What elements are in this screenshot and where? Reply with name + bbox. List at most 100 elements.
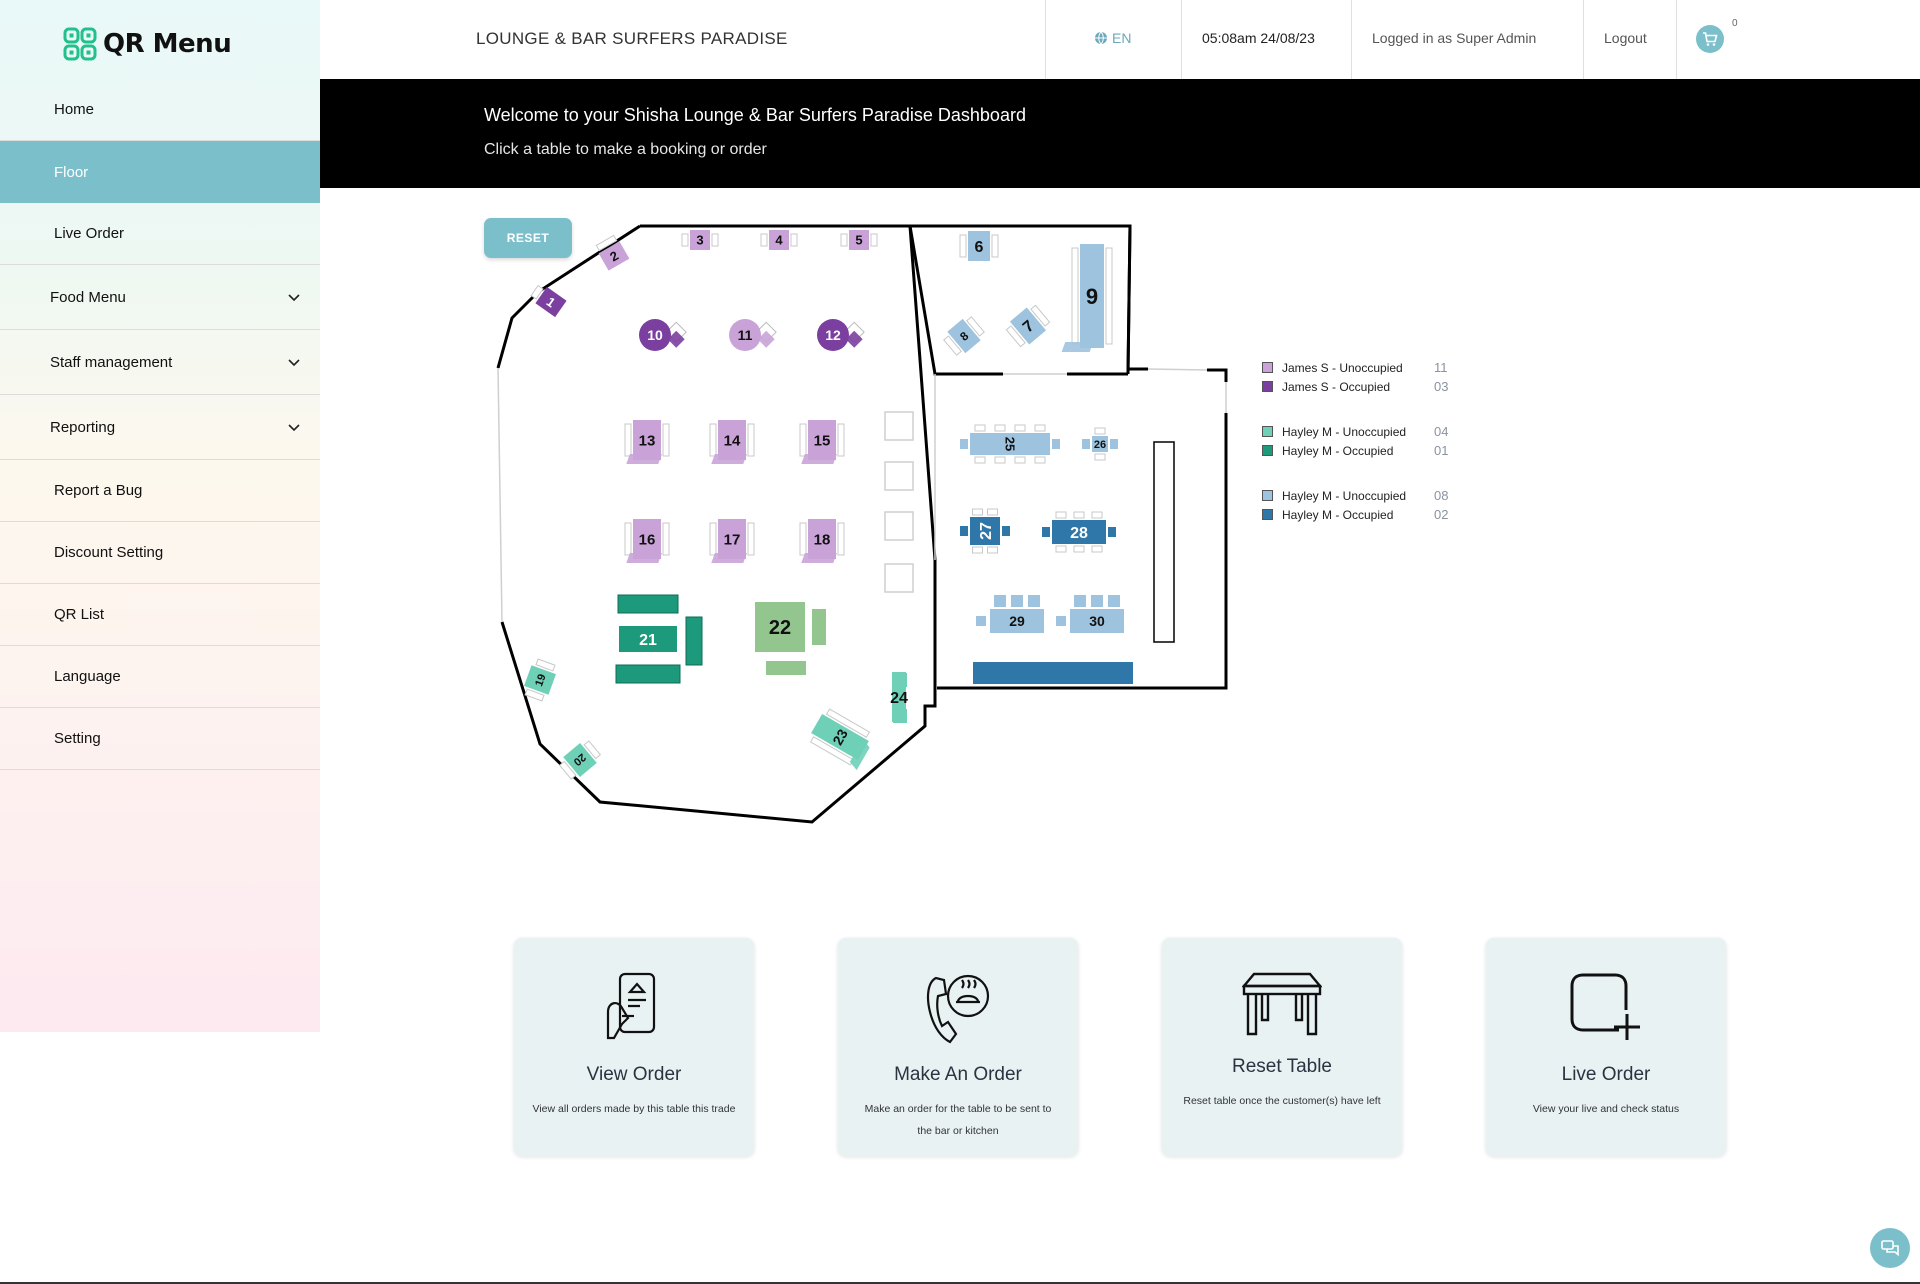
table-27[interactable]: 27	[960, 508, 1010, 554]
table-number: 25	[1002, 437, 1017, 451]
chair-group	[960, 508, 1010, 554]
table-13[interactable]: 13	[624, 420, 670, 464]
table-number: 15	[814, 432, 831, 449]
table-top	[718, 420, 746, 460]
card-title: Reset Table	[1232, 1056, 1332, 1077]
table-5[interactable]: 5	[840, 230, 878, 250]
table-top	[970, 517, 1000, 545]
table-16[interactable]: 16	[624, 519, 670, 563]
table-21[interactable]: 21	[615, 594, 703, 684]
table-2[interactable]: 2	[595, 234, 630, 271]
table-top	[769, 230, 789, 250]
sidebar-item-staff-management[interactable]: Staff management	[0, 330, 320, 395]
table-top	[1052, 520, 1106, 544]
sidebar-item-live-order[interactable]: Live Order	[0, 203, 320, 265]
table-number: 12	[825, 327, 841, 343]
bar-bench	[973, 662, 1133, 684]
table-11[interactable]: 11	[729, 319, 777, 351]
sidebar-item-food-menu[interactable]: Food Menu	[0, 265, 320, 330]
table-12[interactable]: 12	[817, 319, 865, 351]
sidebar-item-setting[interactable]: Setting	[0, 708, 320, 770]
table-29[interactable]: 29	[976, 595, 1044, 633]
table-top	[1092, 436, 1108, 452]
table-25[interactable]: 25	[960, 424, 1060, 464]
legend-count: 01	[1434, 443, 1449, 458]
table-23[interactable]: 23	[806, 707, 876, 771]
sidebar: QR Menu Home Floor Live Order Food Menu …	[0, 0, 320, 1032]
banner-title: Welcome to your Shisha Lounge & Bar Surf…	[484, 105, 1026, 125]
table-9[interactable]: 9	[1061, 244, 1113, 352]
table-15[interactable]: 15	[799, 420, 845, 464]
call-food-icon	[926, 974, 990, 1044]
table-20[interactable]: 20	[557, 738, 603, 782]
table-top	[755, 602, 805, 652]
table-24[interactable]: 24	[890, 672, 908, 723]
sidebar-item-label: Reporting	[50, 418, 116, 436]
legend-item: James S - Unoccupied 11	[1262, 358, 1448, 377]
card-title: Make An Order	[894, 1064, 1022, 1085]
table-18[interactable]: 18	[799, 519, 845, 563]
logo[interactable]: QR Menu	[63, 27, 232, 61]
divider	[1045, 0, 1046, 79]
table-top	[990, 609, 1044, 633]
cart-button[interactable]	[1696, 25, 1724, 53]
sidebar-item-qr-list[interactable]: QR List	[0, 584, 320, 646]
chat-button[interactable]	[1870, 1228, 1910, 1268]
table-number: 17	[724, 531, 741, 548]
table-number: 11	[738, 327, 753, 343]
table-top	[970, 433, 1050, 455]
cart-count: 0	[1732, 18, 1738, 29]
language-selector[interactable]: EN	[1094, 30, 1131, 46]
sidebar-item-label: Language	[54, 668, 121, 685]
view-order-card[interactable]: View Order View all orders made by this …	[514, 938, 754, 1156]
table-26[interactable]: 26	[1082, 427, 1118, 461]
sidebar-item-discount-setting[interactable]: Discount Setting	[0, 522, 320, 584]
reset-table-card[interactable]: Reset Table Reset table once the custome…	[1162, 938, 1402, 1156]
legend-item: Hayley M - Occupied 01	[1262, 441, 1448, 460]
table-7[interactable]: 7	[1004, 302, 1052, 349]
legend-item: James S - Occupied 03	[1262, 377, 1448, 396]
table-top	[808, 420, 836, 460]
legend-count: 08	[1434, 488, 1449, 503]
chair-group	[943, 316, 985, 356]
table-17[interactable]: 17	[709, 519, 755, 563]
make-order-card[interactable]: Make An Order Make an order for the tabl…	[838, 938, 1078, 1156]
card-description: Make an order for the table to be sent t…	[864, 1103, 1052, 1137]
globe-icon	[1095, 31, 1107, 45]
table-10[interactable]: 10	[639, 319, 687, 351]
logout-link[interactable]: Logout	[1604, 30, 1647, 46]
sidebar-item-reporting[interactable]: Reporting	[0, 395, 320, 460]
table-19[interactable]: 19	[521, 658, 558, 703]
table-top	[619, 626, 677, 652]
phone-order-icon	[606, 972, 656, 1040]
legend-item: Hayley M - Occupied 02	[1262, 505, 1448, 524]
live-order-card[interactable]: Live Order View your live and check stat…	[1486, 938, 1726, 1156]
table-14[interactable]: 14	[709, 420, 755, 464]
legend-label: James S - Occupied	[1282, 379, 1391, 394]
reset-floor-button[interactable]: RESET	[484, 218, 572, 258]
table-28[interactable]: 28	[1042, 511, 1116, 553]
sidebar-item-language[interactable]: Language	[0, 646, 320, 708]
table-8[interactable]: 8	[941, 314, 987, 359]
table-1[interactable]: 1	[529, 282, 567, 318]
table-6[interactable]: 6	[959, 231, 999, 261]
chevron-down-icon	[288, 424, 300, 432]
chair-group	[1005, 304, 1051, 348]
sidebar-item-report-bug[interactable]: Report a Bug	[0, 460, 320, 522]
table-top	[639, 319, 671, 351]
table-number: 21	[639, 632, 657, 649]
divider	[1583, 0, 1584, 79]
table-4[interactable]: 4	[760, 230, 798, 250]
legend-count: 04	[1434, 424, 1449, 439]
chair-group	[681, 233, 719, 247]
sidebar-item-floor[interactable]: Floor	[0, 141, 320, 203]
chair-group	[524, 658, 556, 702]
table-number: 3	[696, 233, 703, 248]
table-top	[892, 672, 906, 722]
table-3[interactable]: 3	[681, 230, 719, 250]
table-22[interactable]: 22	[755, 602, 826, 675]
sidebar-item-home[interactable]: Home	[0, 79, 320, 141]
table-30[interactable]: 30	[1056, 595, 1124, 633]
table-top	[535, 286, 567, 318]
